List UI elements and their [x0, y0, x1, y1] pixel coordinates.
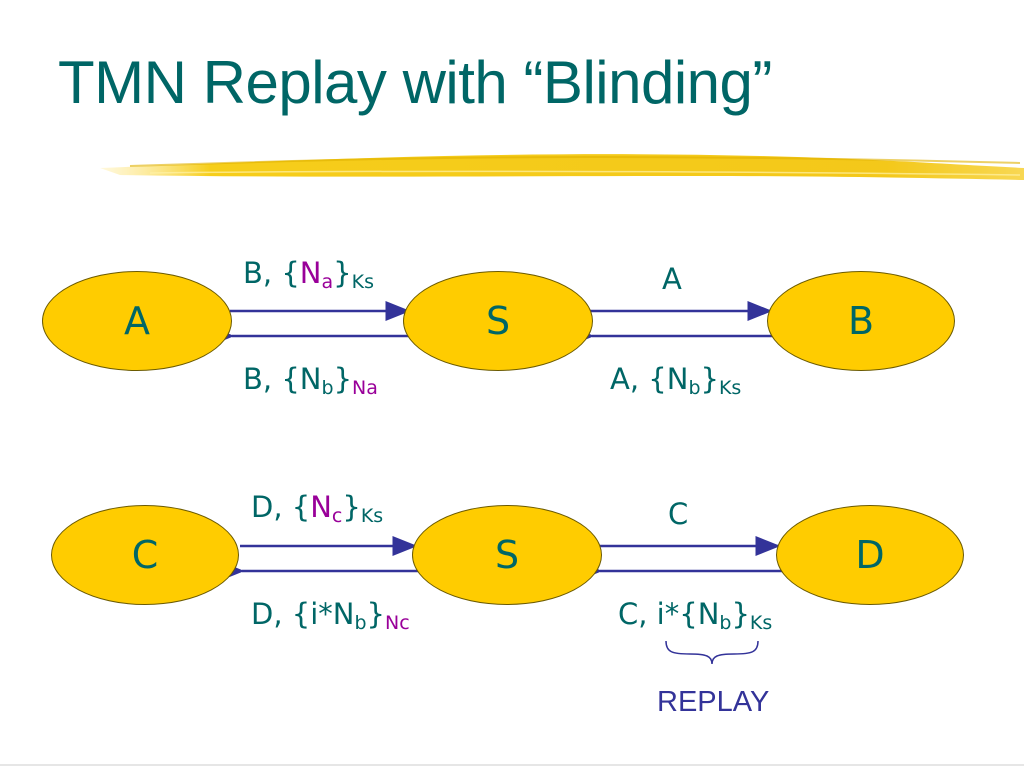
message-d-to-s: C, i*{Nb}Ks — [618, 597, 773, 634]
message-b-to-s: A, {Nb}Ks — [610, 362, 742, 399]
message-s-to-b: A — [662, 262, 682, 296]
brush-stroke-divider — [100, 154, 1024, 180]
node-s-top: S — [403, 271, 593, 371]
bottom-divider — [0, 764, 1024, 766]
message-s-to-c: D, {i*Nb}Nc — [251, 597, 410, 634]
message-s-to-a: B, {Nb}Na — [243, 362, 378, 399]
message-a-to-s: B, {Na}Ks — [243, 256, 374, 293]
node-b: B — [767, 271, 955, 371]
replay-brace — [665, 640, 759, 665]
replay-label: REPLAY — [657, 686, 770, 718]
node-c: C — [51, 505, 239, 605]
node-s-bottom: S — [412, 505, 602, 605]
message-s-to-d: C — [668, 497, 689, 531]
slide-title: TMN Replay with “Blinding” — [58, 49, 772, 116]
node-a: A — [42, 271, 232, 371]
node-d: D — [776, 505, 964, 605]
message-c-to-s: D, {Nc}Ks — [251, 490, 384, 527]
